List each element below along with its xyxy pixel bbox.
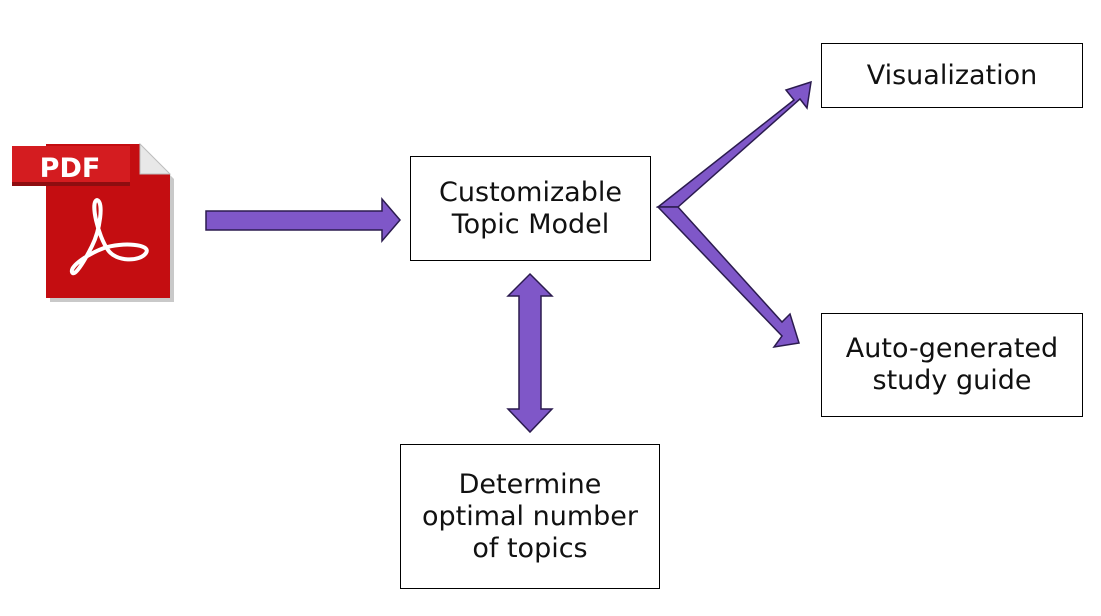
study-guide-line-1: Auto-generated bbox=[845, 333, 1059, 364]
study-guide-box: Auto-generated study guide bbox=[821, 313, 1083, 417]
study-guide-line-2: study guide bbox=[872, 365, 1032, 396]
pdf-badge-label: PDF bbox=[40, 153, 101, 184]
visualization-box: Visualization bbox=[821, 43, 1083, 108]
arrow-topic-model-to-visualization bbox=[655, 80, 812, 208]
optimal-topics-line-1: Determine bbox=[458, 468, 602, 500]
arrow-pdf-to-topic-model bbox=[205, 196, 401, 244]
optimal-topics-line-3: of topics bbox=[472, 532, 588, 564]
pdf-file-icon: PDF bbox=[12, 142, 174, 302]
visualization-line-1: Visualization bbox=[866, 59, 1038, 91]
topic-model-line-2: Topic Model bbox=[451, 208, 610, 240]
arrow-topic-model-to-study-guide bbox=[656, 206, 800, 349]
topic-model-box: Customizable Topic Model bbox=[410, 156, 651, 261]
optimal-topics-line-2: optimal number bbox=[421, 500, 639, 532]
arrow-topic-model-to-optimal-topics bbox=[506, 272, 554, 434]
topic-model-line-1: Customizable bbox=[439, 176, 622, 208]
optimal-topics-box: Determine optimal number of topics bbox=[400, 444, 660, 589]
